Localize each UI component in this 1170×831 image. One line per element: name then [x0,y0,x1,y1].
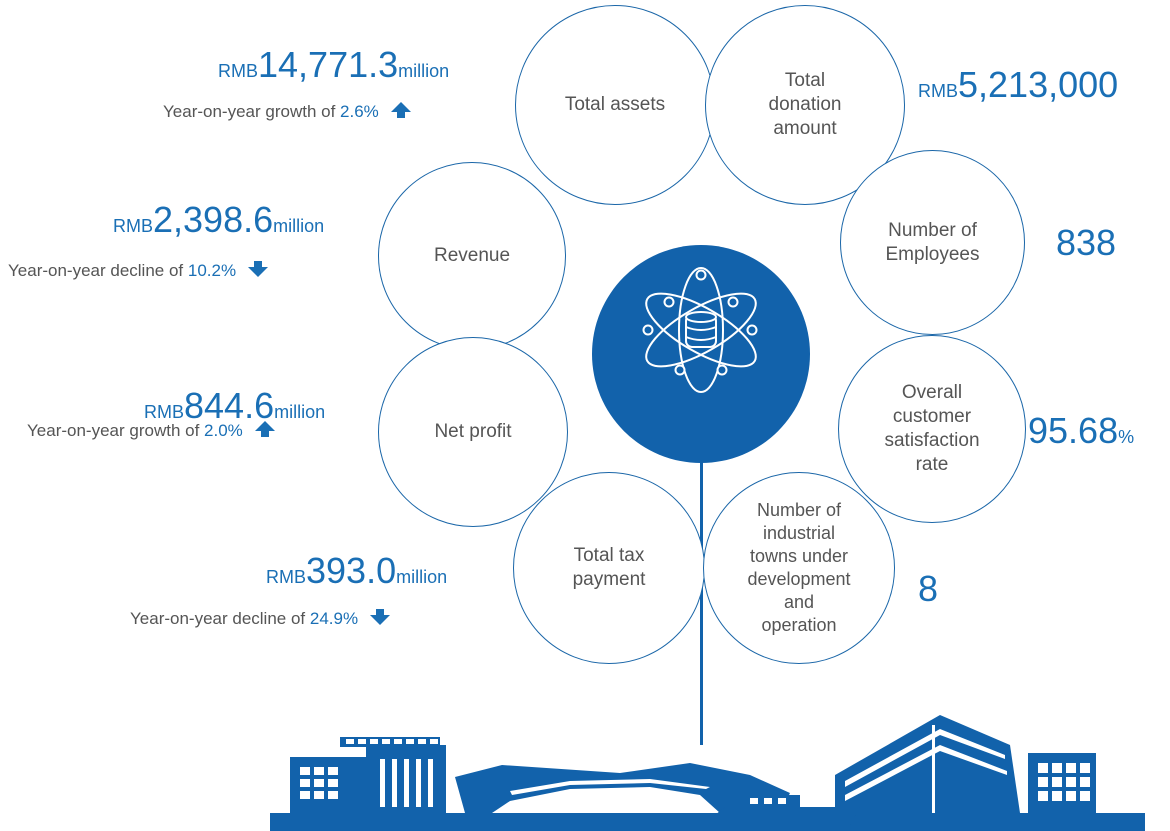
arrow-down-icon [247,261,268,277]
circle-total-donation: Total donation amount [705,5,905,205]
total-assets-value: RMB14,771.3million [218,44,449,86]
circle-industrial-towns: Number of industrial towns under develop… [703,472,895,664]
donation-label: Total donation amount [768,70,842,139]
satisfaction-value: 95.68% [1028,410,1134,452]
circle-total-assets: Total assets [515,5,715,205]
percent-suffix: % [1118,427,1135,447]
revenue-number: 2,398.6 [153,199,274,240]
circle-satisfaction: Overall customer satisfaction rate [838,335,1026,523]
currency-prefix: RMB [218,61,258,81]
arrow-up-icon [254,421,275,437]
employees-value: 838 [1056,222,1116,264]
total-assets-label: Total assets [564,94,666,115]
circle-net-profit: Net profit [378,337,568,527]
currency-prefix: RMB [144,402,184,422]
satisfaction-number: 95.68 [1028,410,1119,451]
currency-prefix: RMB [918,81,958,101]
net-profit-value: RMB844.6million [144,385,325,427]
net-profit-number: 844.6 [184,385,275,426]
circle-revenue: Revenue [378,162,566,350]
change-pct: 10.2% [187,261,237,280]
unit-suffix: million [273,216,325,236]
change-pct: 24.9% [309,609,359,628]
arrow-up-icon [390,102,411,118]
donation-value: RMB5,213,000 [918,64,1118,106]
change-text: Year-on-year decline of [8,261,188,280]
unit-suffix: million [396,567,448,587]
unit-suffix: million [274,402,326,422]
employees-label: Number of Employees [885,219,980,265]
tax-number: 393.0 [306,550,397,591]
total-tax-label: Total tax payment [572,545,646,590]
circle-total-tax: Total tax payment [513,472,705,664]
net-profit-label: Net profit [434,421,512,442]
towns-value: 8 [918,568,938,610]
change-pct: 2.6% [340,102,379,121]
change-pct: 2.0% [204,421,243,440]
satisfaction-label: Overall customer satisfaction rate [884,382,980,475]
atom-database-icon [642,267,758,393]
tree-stem [700,455,703,745]
currency-prefix: RMB [266,567,306,587]
revenue-change: Year-on-year decline of 10.2% [8,260,269,281]
currency-prefix: RMB [113,216,153,236]
unit-suffix: million [398,61,450,81]
revenue-value: RMB2,398.6million [113,199,324,241]
tax-value: RMB393.0million [266,550,447,592]
donation-number: 5,213,000 [958,64,1119,105]
change-text: Year-on-year growth of [163,102,341,121]
total-assets-change: Year-on-year growth of 2.6% [163,101,412,122]
circle-employees: Number of Employees [840,150,1025,335]
net-profit-change: Year-on-year growth of 2.0% [27,420,276,441]
towns-number: 8 [918,568,939,609]
center-hub [592,245,810,463]
total-assets-number: 14,771.3 [258,44,399,85]
arrow-down-icon [369,609,390,625]
towns-label: Number of industrial towns under develop… [747,500,851,635]
change-text: Year-on-year growth of [27,421,205,440]
tax-change: Year-on-year decline of 24.9% [130,608,391,629]
change-text: Year-on-year decline of [130,609,310,628]
revenue-label: Revenue [433,245,511,266]
city-skyline-illustration [270,715,1145,831]
employees-number: 838 [1056,222,1117,263]
